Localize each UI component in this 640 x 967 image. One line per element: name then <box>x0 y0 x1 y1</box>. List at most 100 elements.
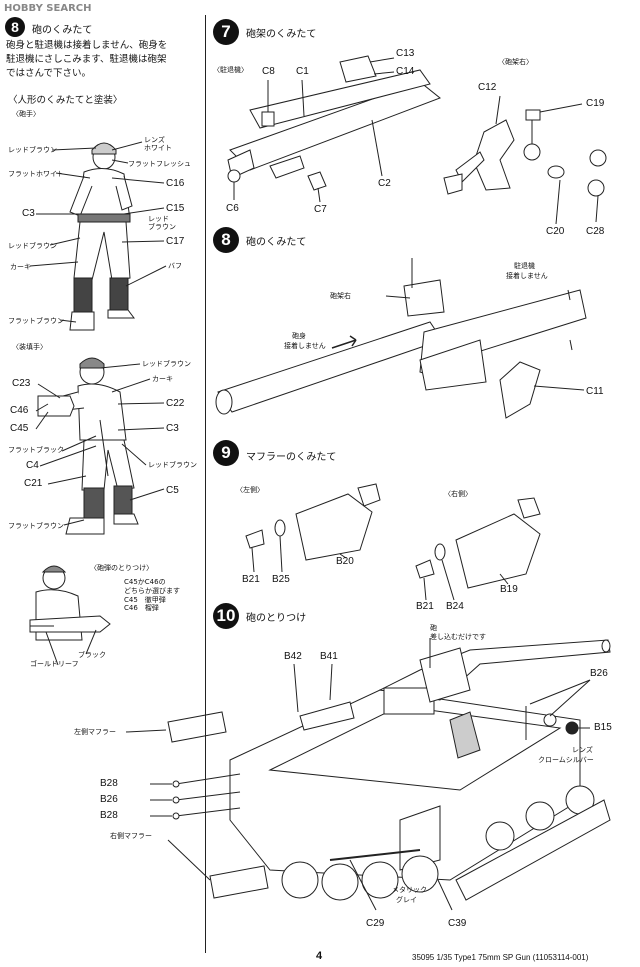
part-c23: C23 <box>12 378 31 389</box>
note-line: C45かC46の <box>124 578 166 586</box>
part-c21: C21 <box>24 478 43 489</box>
note-line: 差し込むだけです <box>430 632 486 641</box>
part-c29: C29 <box>366 918 385 929</box>
part-b26: B26 <box>100 794 118 805</box>
part-c39: C39 <box>448 918 467 929</box>
part-b42: B42 <box>284 651 302 662</box>
label-black: ブラック <box>78 651 106 659</box>
step8-gun <box>215 258 587 419</box>
note-line: どちらか選びます <box>124 586 180 595</box>
label-red-brown: レッドブラウン <box>148 461 197 469</box>
step10-vehicle <box>125 638 611 911</box>
label-metallic: メタリック <box>392 886 427 894</box>
label-buff: バフ <box>168 262 182 270</box>
label-brown: ブラウン <box>148 223 176 231</box>
gunner-figure <box>29 141 167 331</box>
step-10-badge: 10 <box>213 603 239 629</box>
part-b15: B15 <box>594 722 612 733</box>
note-line: 駐退機にさしこみます、駐退機は砲架 <box>6 53 167 65</box>
step7-recoil-assembly <box>227 55 441 203</box>
gun-note: 砲 差し込むだけです <box>430 624 486 642</box>
part-c28: C28 <box>586 226 605 237</box>
label-recoil: 〈駐退機〉 <box>213 66 248 74</box>
step-title: マフラーのくみたて <box>246 452 337 463</box>
part-c46: C46 <box>10 405 29 416</box>
part-c17: C17 <box>166 236 185 247</box>
label-red-brown: レッドブラウン <box>8 242 57 250</box>
note-line: ではさんで下さい。 <box>6 67 92 79</box>
label-flat-white: フラットホワイト <box>8 170 64 178</box>
part-c19: C19 <box>586 98 605 109</box>
part-c3: C3 <box>166 423 179 434</box>
step-title: 砲のとりつけ <box>246 613 307 624</box>
label-white: ホワイト <box>144 144 172 152</box>
label-chrome-silver: クロームシルバー <box>538 756 594 764</box>
gunner-heading: 〈砲手〉 <box>12 110 40 118</box>
part-c22: C22 <box>166 398 185 409</box>
step9-right-muffler <box>415 497 541 601</box>
assembly-note: 砲身と駐退機は接着しません、砲身を 駐退機にさしこみます、駐退機は砲架 ではさん… <box>6 39 167 80</box>
step-8-badge: 8 <box>213 227 239 253</box>
note-line: C45 徹甲弾 <box>124 595 166 604</box>
label-right-carriage: 〈砲架右〉 <box>498 58 533 66</box>
part-b24: B24 <box>446 601 464 612</box>
step9-left-muffler <box>245 483 381 573</box>
label-recoil: 駐退機 <box>514 262 535 270</box>
part-c13: C13 <box>396 48 415 59</box>
label-red-brown: レッドブラウン <box>8 146 57 154</box>
page-number: 4 <box>316 950 323 962</box>
part-b19: B19 <box>500 584 518 595</box>
part-c6: C6 <box>226 203 239 214</box>
part-c5: C5 <box>166 485 179 496</box>
label-lens: レンズ <box>144 136 165 144</box>
label-flat-brown: フラットブラウン <box>8 522 64 530</box>
label-red: レッド <box>148 215 169 223</box>
label-flat-flesh: フラットフレッシュ <box>128 160 191 168</box>
note-line: 砲身と駐退機は接着しません、砲身を <box>6 40 168 51</box>
part-c12: C12 <box>478 82 497 93</box>
part-c3: C3 <box>22 208 35 219</box>
label-gray: グレイ <box>396 896 417 904</box>
step-title: 砲のくみたて <box>246 237 307 248</box>
step-9-badge: 9 <box>213 440 239 466</box>
label-gold-leaf: ゴールドリーフ <box>30 660 79 668</box>
label-left-muffler: 左側マフラー <box>74 728 116 736</box>
step-title: 砲のくみたて <box>32 25 93 36</box>
part-c15: C15 <box>166 203 185 214</box>
label-flat-black: フラットブラック <box>8 446 64 454</box>
label-red-brown: レッドブラウン <box>142 360 191 368</box>
label-right-muffler: 右側マフラー <box>110 832 152 840</box>
label-no-glue: 接着しません <box>506 272 548 280</box>
loader-figure <box>35 357 165 535</box>
watermark: HOBBY SEARCH <box>4 3 92 14</box>
part-c2: C2 <box>378 178 391 189</box>
shell-heading: 〈砲弾のとりつけ〉 <box>90 564 154 572</box>
label-khaki: カーキ <box>152 375 173 383</box>
label-khaki: カーキ <box>10 263 31 271</box>
label-no-glue: 接着しません <box>284 342 326 350</box>
label-lens: レンズ <box>572 746 593 754</box>
step-8-badge: 8 <box>5 17 25 37</box>
step7-carriage <box>443 95 607 225</box>
part-b28: B28 <box>100 778 118 789</box>
step-7-badge: 7 <box>213 19 239 45</box>
part-b20: B20 <box>336 556 354 567</box>
column-divider <box>205 15 206 953</box>
part-b26: B26 <box>590 668 608 679</box>
figures-heading: 〈人形のくみたてと塗装〉 <box>8 95 123 106</box>
part-b21: B21 <box>242 574 260 585</box>
label-right-carriage: 砲架右 <box>330 292 351 300</box>
part-c4: C4 <box>26 460 39 471</box>
part-b25: B25 <box>272 574 290 585</box>
shell-figure <box>29 565 111 666</box>
part-c20: C20 <box>546 226 565 237</box>
label-right-side: 〈右側〉 <box>444 490 472 498</box>
label-left-side: 〈左側〉 <box>236 486 264 494</box>
part-c11: C11 <box>586 386 604 397</box>
part-b41: B41 <box>320 651 338 662</box>
part-c1: C1 <box>296 66 309 77</box>
part-b21: B21 <box>416 601 434 612</box>
note-line: 砲 <box>430 624 437 632</box>
note-line: C46 榴弾 <box>124 604 159 613</box>
part-c16: C16 <box>166 178 185 189</box>
